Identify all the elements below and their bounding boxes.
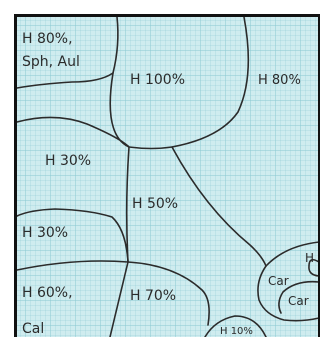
frame-right <box>318 14 320 337</box>
label-mid-left-lower: H 30% <box>22 225 68 241</box>
label-bottom-left-sub: Cal <box>22 321 44 337</box>
label-right-edge: H <box>305 251 314 265</box>
label-top-left: H 80%, <box>22 31 73 47</box>
label-car-lower: Car <box>288 294 309 308</box>
frame-left <box>14 14 17 337</box>
frame-top <box>14 14 320 17</box>
label-car-upper: Car <box>268 274 289 288</box>
label-bottom-small: H 10% <box>220 326 253 337</box>
label-top-right: H 80% <box>258 73 301 88</box>
label-top-left-sub: Sph, Aul <box>22 54 80 70</box>
label-mid-center: H 50% <box>132 196 178 212</box>
label-top-center: H 100% <box>130 72 185 88</box>
label-bottom-left: H 60%, <box>22 285 73 301</box>
label-bottom-center: H 70% <box>130 288 176 304</box>
label-mid-left-upper: H 30% <box>45 153 91 169</box>
